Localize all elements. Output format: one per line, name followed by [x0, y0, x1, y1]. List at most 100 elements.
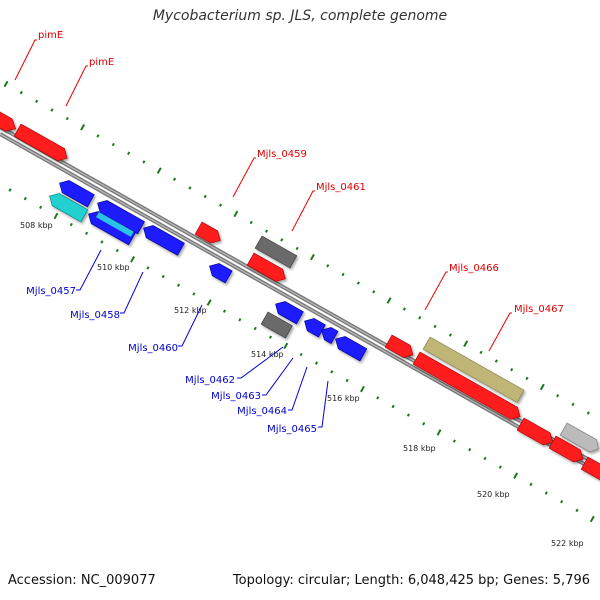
tick-label-510: 510 kbp	[97, 263, 130, 272]
major-tick-mark	[206, 299, 212, 306]
gene-label-mjls-0457[interactable]: Mjls_0457	[26, 286, 76, 297]
gene-mjls-0459[interactable]	[194, 221, 224, 246]
tick-label-512: 512 kbp	[174, 306, 207, 315]
minor-tick-mark	[372, 290, 376, 294]
gene-mjls-0458-cyan[interactable]	[85, 208, 136, 246]
backbone	[0, 125, 600, 475]
gene-label-mjls-0460[interactable]: Mjls_0460	[128, 343, 178, 354]
gene-label-mjls-0458[interactable]: Mjls_0458	[70, 310, 120, 321]
gene-label-mjls-0467[interactable]: Mjls_0467	[514, 304, 564, 315]
forward-label-group: pimE pimE Mjls_0459 Mjls_0461 Mjls_0466 …	[38, 30, 564, 315]
minor-tick-mark	[402, 307, 406, 311]
gene-mjls-0461-pseudo[interactable]	[254, 235, 298, 269]
gene-mjls-0464[interactable]	[318, 324, 339, 344]
major-tick-mark	[130, 255, 136, 263]
gene-label-pimE-1[interactable]: pimE	[38, 30, 63, 41]
minor-tick-mark	[529, 482, 533, 487]
minor-tick-mark	[161, 274, 165, 279]
minor-tick-mark	[253, 326, 257, 331]
gene-mjls-0462-pseudo[interactable]	[260, 311, 293, 339]
tick-label-508: 508 kbp	[20, 221, 53, 230]
minor-tick-mark	[96, 134, 100, 138]
gene-mjls-0462[interactable]	[272, 298, 304, 325]
minor-tick-mark	[326, 264, 330, 268]
reverse-label-group: Mjls_0457 Mjls_0458 Mjls_0460 Mjls_0462 …	[26, 286, 317, 435]
minor-tick-mark	[448, 333, 452, 337]
minor-tick-mark	[544, 491, 548, 495]
tick-track-inner	[8, 188, 595, 523]
gene-pimE-2[interactable]	[13, 123, 71, 164]
tick-label-518: 518 kbp	[403, 444, 436, 453]
minor-tick-mark	[192, 292, 196, 296]
gene-reverse-0460b[interactable]	[206, 260, 233, 284]
gene-label-mjls-0463[interactable]: Mjls_0463	[211, 391, 261, 402]
gene-mjls-0460[interactable]	[140, 222, 185, 256]
gene-mjls-0465[interactable]	[332, 333, 368, 362]
minor-tick-mark	[188, 186, 192, 190]
minor-tick-mark	[494, 359, 498, 363]
gene-mjls-0466[interactable]	[384, 334, 416, 361]
gene-forward-edge-2[interactable]	[580, 456, 600, 487]
minor-tick-mark	[571, 402, 575, 407]
minor-tick-mark	[173, 177, 177, 181]
minor-tick-mark	[177, 283, 181, 287]
major-tick-mark	[310, 253, 315, 261]
minor-tick-mark	[422, 422, 426, 426]
gene-mjls-0458-upper[interactable]	[94, 197, 145, 235]
gene-mjls-0463[interactable]	[301, 315, 326, 338]
minor-tick-mark	[295, 246, 299, 251]
tick-track-outer	[3, 80, 590, 415]
major-tick-mark	[53, 212, 59, 220]
minor-tick-mark	[142, 160, 146, 164]
major-tick-mark	[156, 167, 162, 174]
tick-label-522: 522 kbp	[551, 539, 584, 548]
gene-forward-edge-1[interactable]	[548, 435, 586, 465]
minor-tick-mark	[341, 272, 345, 277]
minor-tick-mark	[498, 465, 502, 469]
tick-label-520: 520 kbp	[477, 490, 510, 499]
tick-labels: 508 kbp 510 kbp 512 kbp 514 kbp 516 kbp …	[20, 221, 584, 548]
minor-tick-mark	[468, 447, 472, 452]
gene-light-grey[interactable]	[559, 422, 600, 455]
forward-callouts	[14, 39, 512, 352]
gene-label-mjls-0464[interactable]: Mjls_0464	[237, 406, 287, 417]
minor-tick-mark	[8, 188, 12, 192]
gene-label-mjls-0459[interactable]: Mjls_0459	[257, 149, 307, 160]
minor-tick-mark	[525, 376, 529, 381]
minor-tick-mark	[406, 413, 410, 417]
tick-label-514: 514 kbp	[251, 350, 284, 359]
gene-label-pimE-2[interactable]: pimE	[89, 57, 114, 68]
gene-mjls-0457-cyan[interactable]	[46, 190, 89, 223]
gene-mjls-0467[interactable]	[412, 351, 523, 423]
minor-tick-mark	[479, 350, 483, 355]
major-tick-mark	[80, 124, 86, 131]
minor-tick-mark	[111, 142, 115, 147]
minor-tick-mark	[560, 500, 564, 504]
major-tick-mark	[513, 472, 519, 479]
major-tick-mark	[360, 385, 365, 393]
tick-label-516: 516 kbp	[327, 394, 360, 403]
gene-label-mjls-0461[interactable]: Mjls_0461	[316, 182, 366, 193]
minor-tick-mark	[69, 222, 73, 227]
forward-genes	[0, 108, 600, 487]
genome-summary-text: Topology: circular; Length: 6,048,425 bp…	[232, 573, 590, 588]
gene-forward-after-0467[interactable]	[516, 417, 556, 448]
minor-tick-mark	[264, 229, 269, 233]
minor-tick-mark	[238, 318, 242, 322]
minor-tick-mark	[452, 439, 456, 443]
gene-label-mjls-0466[interactable]: Mjls_0466	[449, 263, 499, 274]
gene-mjls-0457-upper[interactable]	[56, 177, 95, 208]
minor-tick-mark	[268, 335, 273, 339]
minor-tick-mark	[39, 205, 43, 209]
minor-tick-mark	[556, 394, 560, 398]
major-tick-mark	[589, 515, 595, 523]
major-tick-mark	[3, 80, 9, 88]
gene-label-mjls-0462[interactable]: Mjls_0462	[185, 375, 235, 386]
minor-tick-mark	[376, 396, 380, 400]
gene-label-mjls-0465[interactable]: Mjls_0465	[267, 424, 317, 435]
gene-mjls-0467-olive[interactable]	[422, 336, 525, 403]
minor-tick-mark	[19, 90, 23, 95]
gene-pimE-1[interactable]	[0, 108, 19, 135]
gene-mjls-0461[interactable]	[246, 252, 289, 285]
